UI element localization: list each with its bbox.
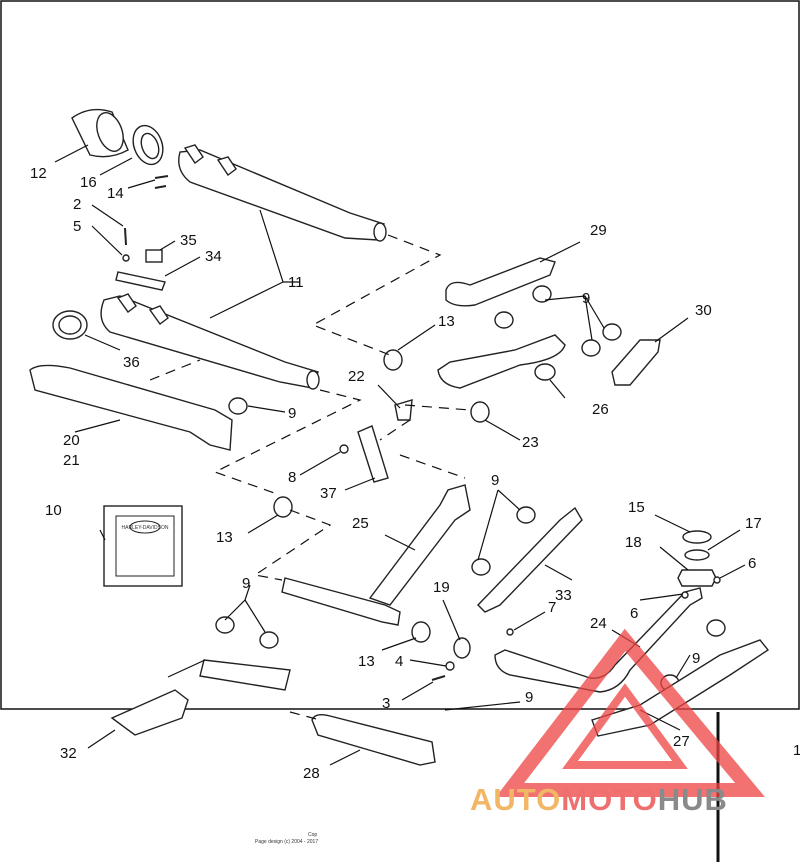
part-clamp-13a xyxy=(383,349,403,371)
frame-border xyxy=(0,0,800,710)
callout-4: 4 xyxy=(395,653,403,670)
part-hose-clamps xyxy=(215,285,726,692)
callout-24: 24 xyxy=(590,615,607,632)
leader-lines xyxy=(54,144,746,766)
part-lower-muffler xyxy=(100,293,320,390)
callout-9-e: 9 xyxy=(525,689,533,706)
callout-27: 27 xyxy=(673,733,690,750)
callout-8: 8 xyxy=(288,469,296,486)
part-gaskets xyxy=(677,530,717,587)
part-heat-shield-muffler xyxy=(29,364,233,451)
part-tip-ring xyxy=(132,124,164,166)
callout-17: 18 xyxy=(625,534,642,551)
callout-26: 26 xyxy=(592,401,609,418)
callout-22: 22 xyxy=(348,368,365,385)
part-clamp-13c xyxy=(411,621,431,643)
callout-32: 34 xyxy=(205,248,222,265)
watermark-auto: AUTO xyxy=(470,782,562,817)
watermark-triangle xyxy=(495,628,765,797)
part-nut-6a xyxy=(681,591,689,599)
callout-labels: 12 16 14 2 5 35 34 11 36 20 21 9 13 22 2… xyxy=(30,165,800,782)
part-muffler-tip xyxy=(71,108,129,158)
part-nut-7 xyxy=(506,628,514,636)
part-bolt-3 xyxy=(431,675,446,681)
callout-5: 5 xyxy=(73,218,81,235)
callout-25: 25 xyxy=(352,515,369,532)
callout-33: 35 xyxy=(180,232,197,249)
footer-line2: Page design (c) 2004 - 2017 xyxy=(255,839,318,845)
part-heat-shield-28 xyxy=(311,713,436,766)
callout-19: 19 xyxy=(433,579,450,596)
watermark-moto: MOTO xyxy=(561,782,658,817)
callout-7: 7 xyxy=(548,599,556,616)
part-heat-shield-36 xyxy=(199,659,291,691)
part-clamp-13b xyxy=(273,496,293,518)
part-pipe-26 xyxy=(437,334,566,389)
watermark-hub: HUB xyxy=(657,782,728,817)
box-logo-text: HARLEY-DAVIDSON xyxy=(122,525,169,531)
callout-9-f: 9 xyxy=(242,575,250,592)
callout-28: 28 xyxy=(303,765,320,782)
callout-34: 36 xyxy=(123,354,140,371)
callout-1: 1 xyxy=(793,742,800,759)
callout-9-d: 9 xyxy=(692,650,700,667)
callout-29: 29 xyxy=(590,222,607,239)
callout-10: 10 xyxy=(45,502,62,519)
part-bracket xyxy=(115,271,166,291)
callout-20: 20 xyxy=(63,432,80,449)
part-nut-6b xyxy=(713,576,721,584)
callout-11: 11 xyxy=(288,274,304,291)
part-bracket-31 xyxy=(110,689,189,736)
callout-16: 17 xyxy=(745,515,762,532)
callout-2: 2 xyxy=(73,196,81,213)
callout-12: 12 xyxy=(30,165,47,182)
part-box-10: HARLEY-DAVIDSON xyxy=(103,505,183,587)
routing-lines xyxy=(149,234,471,721)
part-clamp-band xyxy=(52,310,88,340)
part-washer-4 xyxy=(445,661,455,671)
callout-31: 32 xyxy=(60,745,77,762)
callout-18: 16 xyxy=(80,174,97,191)
part-heat-shield-35 xyxy=(477,506,583,613)
callout-37: 37 xyxy=(320,485,337,502)
watermark-logo: AUTOMOTOHUB xyxy=(470,782,728,818)
footer-line1: Cop xyxy=(308,832,317,838)
callout-6-a: 6 xyxy=(748,555,756,572)
callout-35: 33 xyxy=(555,587,572,604)
part-clamp-23 xyxy=(470,401,490,423)
part-nut-8 xyxy=(339,444,349,454)
part-upper-muffler xyxy=(178,144,387,242)
callout-14: 14 xyxy=(107,185,124,202)
part-pipe-25 xyxy=(281,484,471,626)
callout-13-b: 13 xyxy=(216,529,233,546)
callout-21: 21 xyxy=(63,452,80,469)
part-bracket-22 xyxy=(394,399,413,421)
part-screw xyxy=(122,227,130,262)
callout-6-b: 6 xyxy=(630,605,638,622)
callout-15: 15 xyxy=(628,499,645,516)
part-heat-shield-29 xyxy=(445,257,556,307)
part-pipe-30 xyxy=(611,339,661,386)
callout-13-a: 13 xyxy=(438,313,455,330)
callout-3: 3 xyxy=(382,695,390,712)
callout-9-a: 9 xyxy=(288,405,296,422)
callout-9-b: 9 xyxy=(582,290,590,307)
callout-30: 30 xyxy=(695,302,712,319)
callout-9-c: 9 xyxy=(491,472,499,489)
callout-23: 23 xyxy=(522,434,539,451)
part-clip xyxy=(145,249,163,263)
part-mount-37 xyxy=(357,425,389,483)
part-screws-14 xyxy=(154,175,169,189)
callout-13-c: 13 xyxy=(358,653,375,670)
part-clamp-19 xyxy=(453,637,471,659)
